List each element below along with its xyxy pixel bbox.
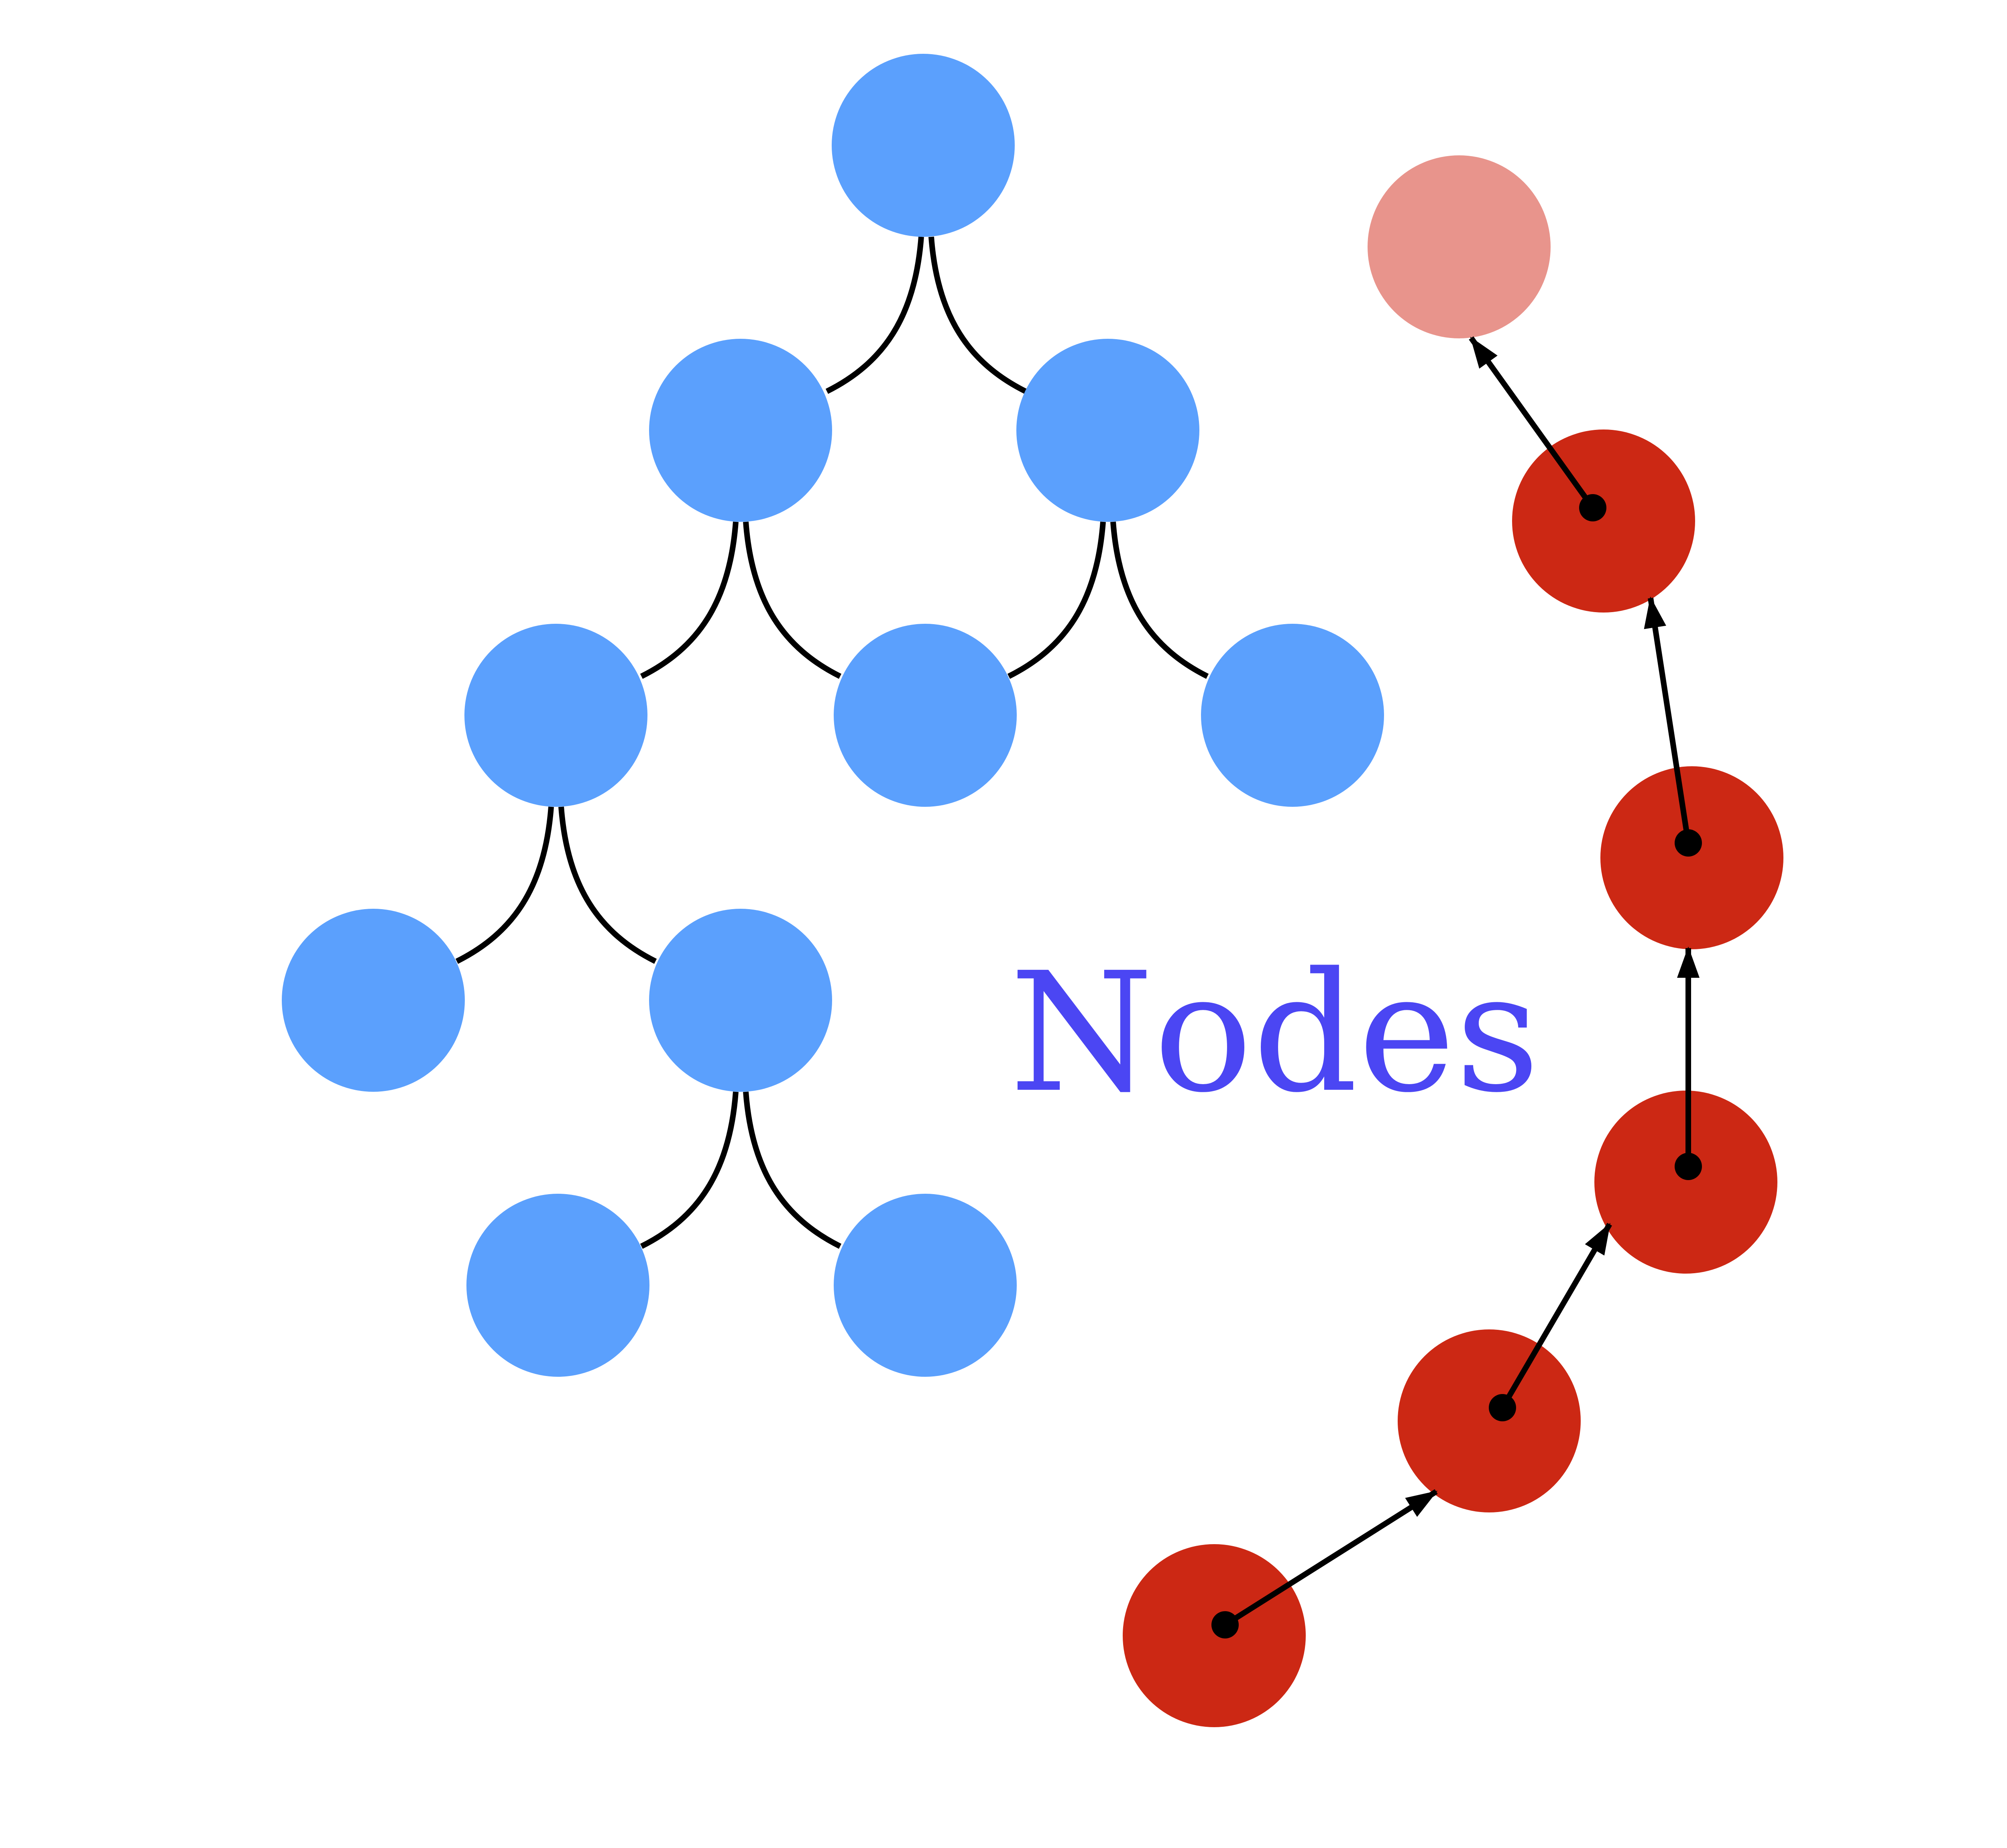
tree-node	[834, 1194, 1017, 1377]
tree-edge	[1007, 521, 1106, 679]
pointer-arrow	[1469, 336, 1595, 510]
tree-node	[834, 624, 1017, 807]
tree-edges	[455, 236, 1209, 1249]
chain-node	[1123, 1544, 1306, 1727]
chain-node	[1398, 1329, 1581, 1512]
pointer-origin-dot	[1211, 1611, 1239, 1638]
pointer-origin-dot	[1579, 494, 1606, 521]
pointer-dots	[1211, 494, 1702, 1638]
chain-node	[1512, 429, 1695, 613]
tree-edge	[743, 521, 842, 679]
tree-edge	[1110, 521, 1209, 679]
tree-node	[649, 339, 832, 522]
pointer-arrow	[1644, 596, 1691, 844]
tree-node	[282, 909, 465, 1092]
tree-edge	[455, 806, 554, 964]
pointer-origin-dot	[1675, 829, 1702, 857]
tree-node	[1201, 624, 1384, 807]
tree-node	[1016, 339, 1199, 522]
tree-node-root	[832, 54, 1015, 237]
tree-edge	[743, 1091, 842, 1249]
chain-node	[1600, 766, 1783, 949]
pointer-arrow	[1500, 1223, 1612, 1409]
tree-edge	[640, 1091, 739, 1249]
chain-node-faded	[1368, 155, 1551, 338]
tree-edge	[928, 236, 1027, 394]
pointer-origin-dot	[1489, 1394, 1516, 1421]
tree-edge	[640, 521, 739, 679]
pointer-origin-dot	[1675, 1153, 1702, 1180]
tree-nodes	[282, 54, 1384, 1377]
pointer-arrow	[1223, 1489, 1438, 1627]
tree-node	[466, 1194, 649, 1377]
chain-arrows	[1223, 336, 1700, 1627]
chain-nodes	[1123, 155, 1783, 1727]
tree-edge	[825, 236, 924, 394]
tree-edge	[558, 806, 657, 964]
tree-node	[649, 909, 832, 1092]
tree-node	[464, 624, 647, 807]
chain-node	[1594, 1091, 1777, 1274]
nodes-label: Nodes	[1010, 937, 1540, 1129]
